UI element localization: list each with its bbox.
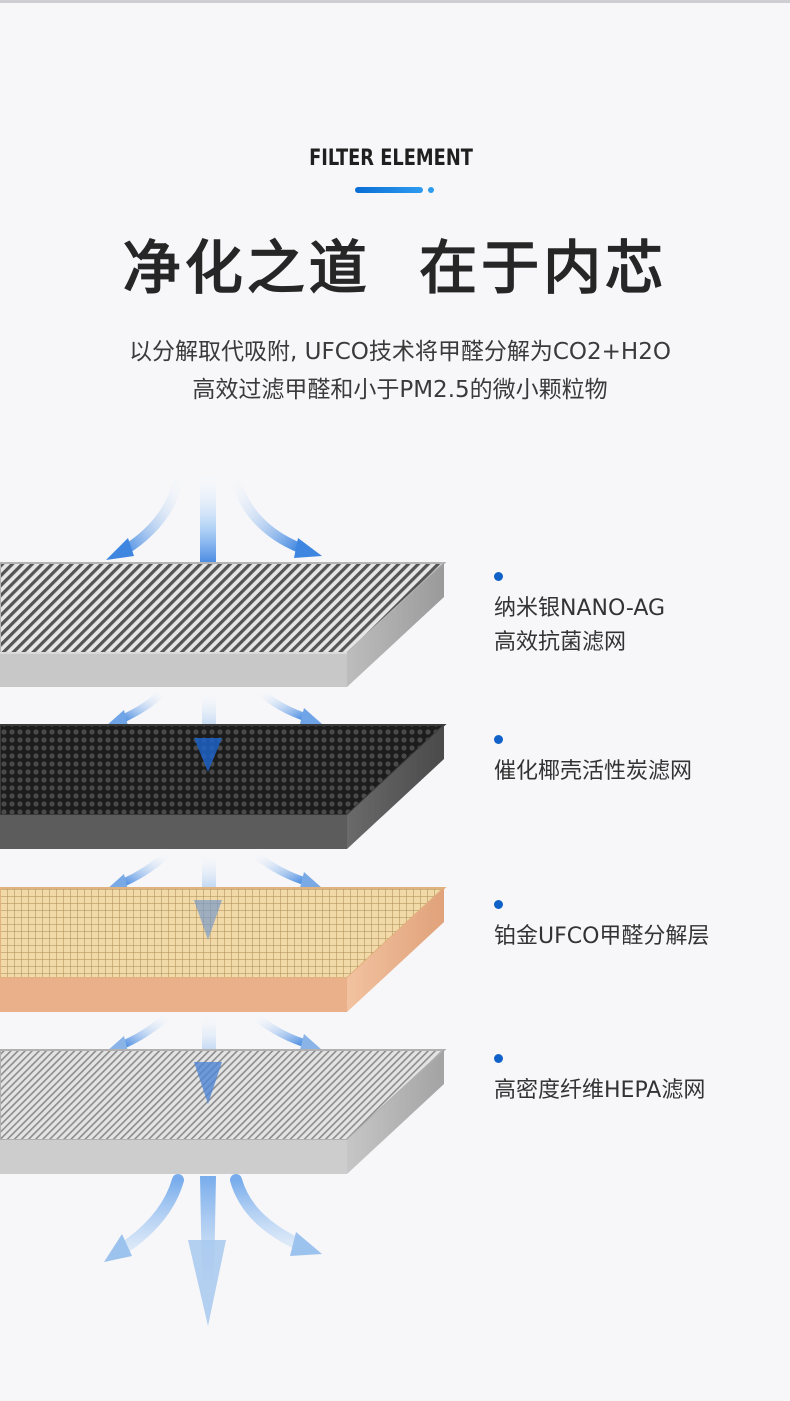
description-line-2: 高效过滤甲醛和小于PM2.5的微小颗粒物 — [192, 377, 608, 403]
layer-silver-nano-ag — [0, 562, 447, 687]
layer-platinum-ufco — [0, 887, 447, 1012]
bullet-dot — [494, 900, 503, 909]
layer-label-3-line1: 铂金UFCO甲醛分解层 — [494, 924, 710, 949]
airflow-arrows-3-4 — [106, 1010, 322, 1074]
accent-underline — [355, 187, 423, 193]
layer-carbon-filter — [0, 724, 447, 849]
description-line-1: 以分解取代吸附, UFCO技术将甲醛分解为CO2+H2O — [129, 339, 671, 365]
bullet-dot — [494, 735, 503, 744]
accent-dot — [428, 187, 434, 193]
layer-label-1-line1: 纳米银NANO-AG — [494, 596, 666, 621]
airflow-arrows-bottom — [104, 1174, 322, 1326]
layer-label-4-line1: 高密度纤维HEPA滤网 — [494, 1078, 706, 1103]
layer-label-2-line1: 催化椰壳活性炭滤网 — [494, 759, 693, 784]
layer-label-1-line2: 高效抗菌滤网 — [494, 630, 627, 655]
page-title: 净化之道 在于内芯 — [122, 234, 668, 302]
top-divider — [0, 0, 790, 3]
layer-hepa-filter — [0, 1049, 447, 1174]
section-eyebrow: FILTER ELEMENT — [309, 146, 473, 171]
bullet-dot — [494, 1054, 503, 1063]
bullet-dot — [494, 572, 503, 581]
